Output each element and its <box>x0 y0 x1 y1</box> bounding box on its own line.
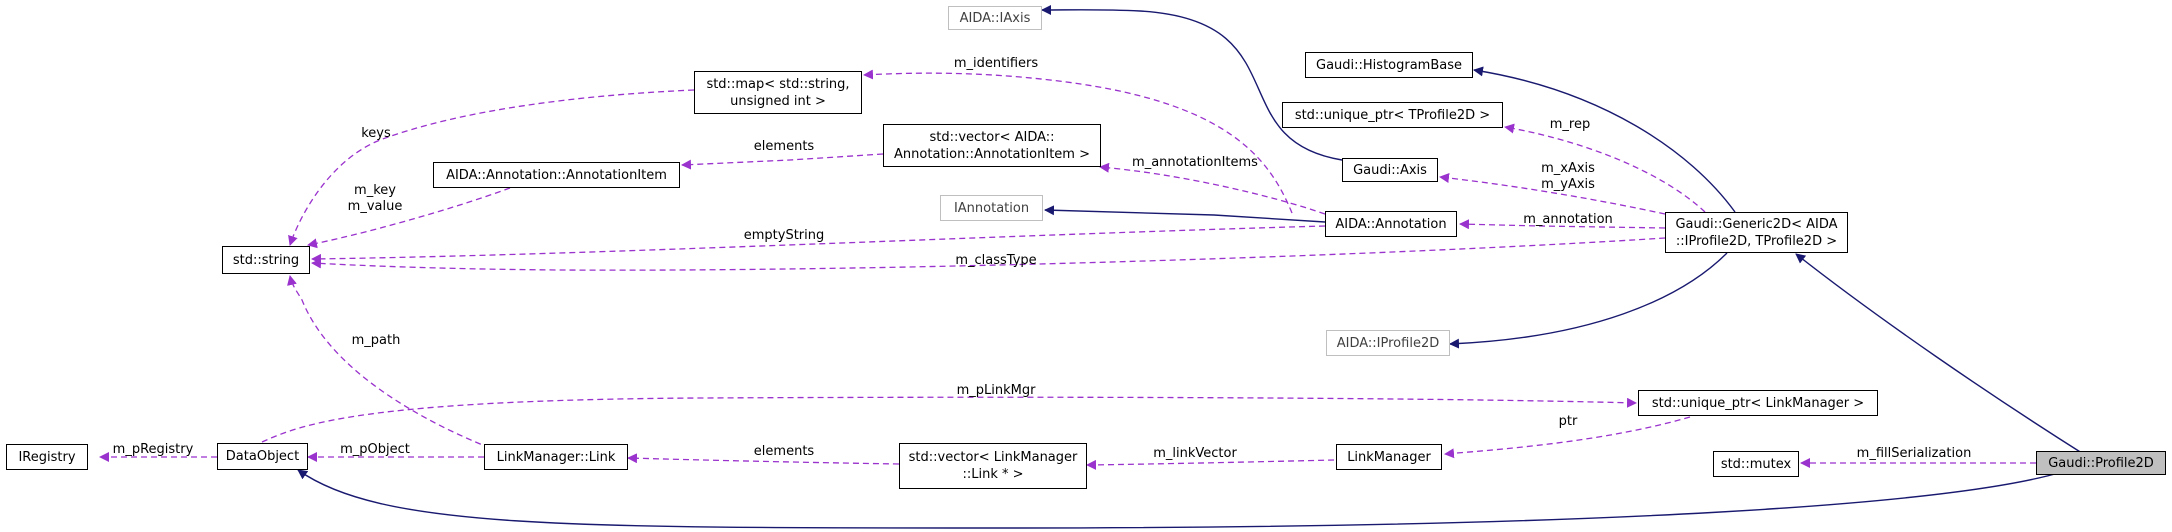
node-generic2d-line1: Gaudi::Generic2D< AIDA <box>1675 216 1838 232</box>
node-gaudi-profile2d[interactable]: Gaudi::Profile2D <box>2036 451 2166 475</box>
node-aida-iprofile2d[interactable]: AIDA::IProfile2D <box>1326 330 1450 356</box>
edge-link-path-string <box>287 275 491 449</box>
edge-generic2d-classtype-string <box>311 237 1666 271</box>
label-m-axis: m_xAxis m_yAxis <box>1541 161 1595 193</box>
node-std-string[interactable]: std::string <box>222 246 310 274</box>
node-std-vector-annotation-item-line1: std::vector< AIDA:: <box>929 129 1055 145</box>
node-std-vector-link-line2: ::Link * > <box>962 467 1024 482</box>
label-m-pobject: m_pObject <box>340 442 410 457</box>
label-emptystring: emptyString <box>743 228 825 243</box>
node-std-vector-link-line1: std::vector< LinkManager <box>908 450 1078 465</box>
edge-generic2d-rep <box>1504 123 1706 213</box>
node-std-vector-annotation-item[interactable]: std::vector< AIDA:: Annotation::Annotati… <box>883 124 1101 167</box>
node-std-map[interactable]: std::map< std::string, unsigned int > <box>694 71 862 114</box>
edge-vector-annotationitem-elements <box>681 153 884 170</box>
edge-generic2d-to-histogrambase <box>1473 66 1736 213</box>
edge-map-keys-string <box>288 89 695 246</box>
node-annotation-item[interactable]: AIDA::Annotation::AnnotationItem <box>433 162 680 188</box>
edge-linkmanager-linkvector-vector <box>1086 459 1335 470</box>
node-generic2d-line2: ::IProfile2D, TProfile2D > <box>1675 233 1838 249</box>
edge-profile2d-to-dataobject <box>297 469 2063 529</box>
node-std-map-line2: unsigned int > <box>730 93 826 109</box>
label-m-annotationitems: m_annotationItems <box>1132 155 1258 170</box>
node-aida-annotation[interactable]: AIDA::Annotation <box>1325 211 1457 237</box>
node-std-mutex[interactable]: std::mutex <box>1713 451 1799 477</box>
node-linkmanager-link[interactable]: LinkManager::Link <box>484 444 628 470</box>
label-m-value: m_value <box>347 199 403 214</box>
edge-annotationitem-key-value-string <box>307 187 511 249</box>
edge-annotation-emptystring-string <box>311 225 1326 264</box>
node-std-vector-annotation-item-line2: Annotation::AnnotationItem > <box>894 146 1090 162</box>
edge-generic2d-annotation <box>1459 219 1666 230</box>
label-m-path: m_path <box>351 333 401 348</box>
label-elements-link: elements <box>753 444 815 459</box>
label-m-key: m_key <box>354 183 396 198</box>
label-m-plinkmgr: m_pLinkMgr <box>956 383 1036 398</box>
label-elements-annotation: elements <box>753 139 815 154</box>
edge-generic2d-axis <box>1439 173 1666 215</box>
edge-annotation-identifiers-map <box>863 69 1293 214</box>
node-unique-ptr-tprofile2d[interactable]: std::unique_ptr< TProfile2D > <box>1282 102 1503 128</box>
label-m-yaxis: m_yAxis <box>1541 177 1595 192</box>
node-histogram-base[interactable]: Gaudi::HistogramBase <box>1305 52 1473 78</box>
label-m-key-value: m_key m_value <box>348 183 403 215</box>
edge-uniqueptr-ptr-linkmanager <box>1444 416 1691 459</box>
label-m-identifiers: m_identifiers <box>953 56 1039 71</box>
node-aida-iaxis[interactable]: AIDA::IAxis <box>948 6 1042 30</box>
edge-generic2d-to-iprofile2d <box>1449 252 1728 349</box>
edge-annotation-to-iannotation <box>1044 205 1326 223</box>
node-unique-ptr-linkmanager[interactable]: std::unique_ptr< LinkManager > <box>1638 390 1878 416</box>
label-m-xaxis: m_xAxis <box>1541 161 1595 176</box>
node-iregistry[interactable]: IRegistry <box>6 444 88 470</box>
edge-vector-link-elements-link <box>627 453 900 465</box>
node-generic2d[interactable]: Gaudi::Generic2D< AIDA ::IProfile2D, TPr… <box>1665 212 1848 253</box>
edge-dataobject-plinkmgr-uniqueptr <box>261 396 1637 443</box>
label-m-fillserialization: m_fillSerialization <box>1856 446 1972 461</box>
label-keys: keys <box>361 126 391 141</box>
label-m-classtype: m_classType <box>955 253 1037 268</box>
label-m-rep: m_rep <box>1549 117 1591 132</box>
label-m-annotation: m_annotation <box>1523 212 1613 227</box>
label-m-pregistry: m_pRegistry <box>112 442 194 457</box>
node-gaudi-axis[interactable]: Gaudi::Axis <box>1342 158 1438 182</box>
label-ptr: ptr <box>1558 414 1578 429</box>
edge-annotation-annotationitems-vector <box>1099 162 1326 215</box>
edge-axis-to-iaxis <box>1041 4 1343 161</box>
node-iannotation[interactable]: IAnnotation <box>940 195 1043 221</box>
edge-profile2d-to-generic2d <box>1795 253 2086 456</box>
node-linkmanager[interactable]: LinkManager <box>1336 444 1442 470</box>
node-std-map-line1: std::map< std::string, <box>706 76 850 92</box>
node-std-vector-link[interactable]: std::vector< LinkManager ::Link * > <box>899 443 1087 489</box>
node-dataobject[interactable]: DataObject <box>217 443 308 470</box>
label-m-linkvector: m_linkVector <box>1153 446 1237 461</box>
